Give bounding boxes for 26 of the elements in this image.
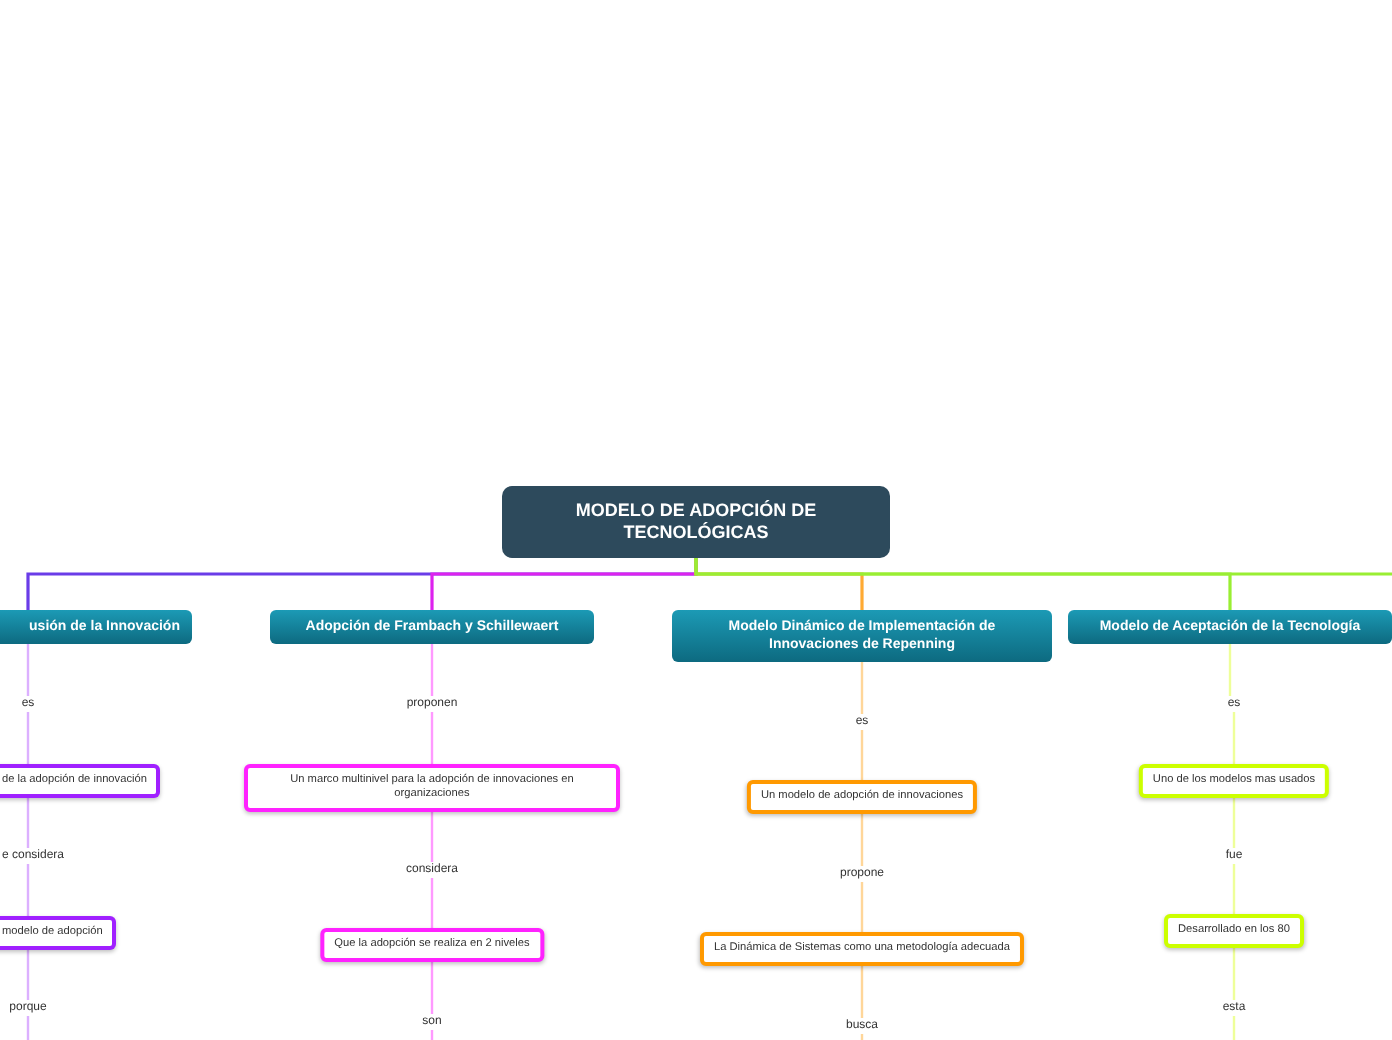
connector-line xyxy=(860,966,864,1018)
connector-line xyxy=(430,878,434,928)
connector-line xyxy=(430,812,434,862)
title-box: MODELO DE ADOPCIÓN DE TECNOLÓGICAS xyxy=(502,486,890,558)
connector-line xyxy=(26,950,30,1000)
connector-line xyxy=(860,1034,864,1040)
connector-line xyxy=(430,962,434,1014)
connector-line xyxy=(26,864,30,916)
connector-line xyxy=(430,1030,434,1040)
connector-line xyxy=(1232,1016,1236,1040)
connector-line xyxy=(26,644,30,696)
connector-line xyxy=(1232,798,1236,848)
connector-line xyxy=(1232,948,1236,1000)
connector-line xyxy=(26,798,30,848)
connector-line xyxy=(1228,644,1232,696)
connector-line xyxy=(26,1016,30,1040)
connector-line xyxy=(1232,864,1236,914)
connector-line xyxy=(860,882,864,932)
connector-line xyxy=(694,558,1392,576)
connector-line xyxy=(430,712,434,764)
connector-line xyxy=(1232,712,1236,764)
connector-line xyxy=(860,730,864,780)
connector-line xyxy=(860,662,864,714)
connector-line xyxy=(26,712,30,764)
connector-line xyxy=(860,814,864,866)
connector-line xyxy=(430,644,434,696)
